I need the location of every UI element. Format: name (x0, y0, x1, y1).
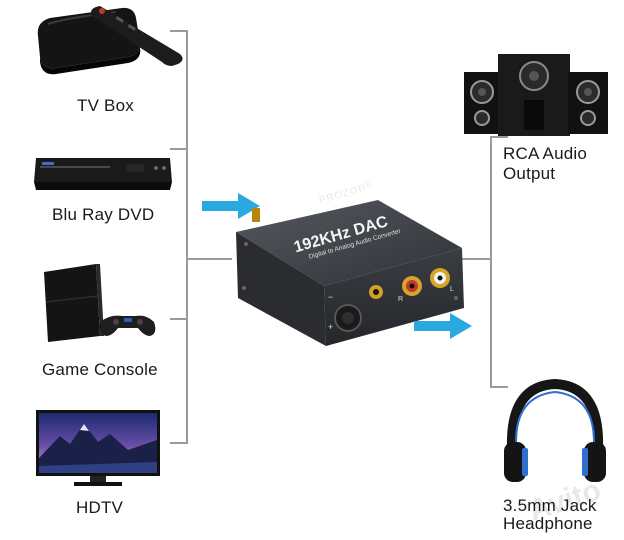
dac-device: PROZOR® 192KHz DAC Digital to Analog Aud… (226, 181, 476, 346)
hdtv-image (36, 410, 160, 488)
rca-output-label-line1: RCA Audio (503, 144, 588, 163)
left-tick-2 (170, 148, 188, 150)
headphone-label-line1: 3.5mm Jack (503, 496, 597, 515)
left-tick-4 (170, 442, 188, 444)
blu-ray-label: Blu Ray DVD (52, 205, 155, 224)
tv-box-label: TV Box (77, 96, 134, 115)
device-jack-l-label: L (450, 286, 454, 293)
hdtv-label: HDTV (76, 498, 124, 517)
blu-ray-image (30, 150, 176, 194)
left-tick-3 (170, 318, 188, 320)
right-tick-top (490, 136, 508, 138)
headphones-image (500, 378, 610, 496)
left-connector (186, 258, 232, 260)
speakers-image (462, 52, 612, 138)
right-connector (462, 258, 492, 260)
device-jack-r-label: R (398, 296, 404, 303)
tv-box-image (26, 2, 192, 80)
output-arrow (414, 313, 474, 339)
device-plus-label: + (328, 322, 334, 332)
device-registered-mark: ® (364, 180, 373, 190)
right-tick-bottom (490, 386, 508, 388)
left-tick-1 (170, 30, 188, 32)
input-arrow (202, 193, 262, 219)
game-console-image (40, 262, 160, 344)
device-minus-label: − (328, 292, 334, 302)
headphone-label-line2: Headphone (503, 514, 593, 533)
left-bracket-line (186, 30, 188, 444)
game-console-label: Game Console (42, 360, 158, 379)
right-bracket-line (490, 136, 492, 388)
rca-output-label-line2: Output (503, 164, 556, 183)
